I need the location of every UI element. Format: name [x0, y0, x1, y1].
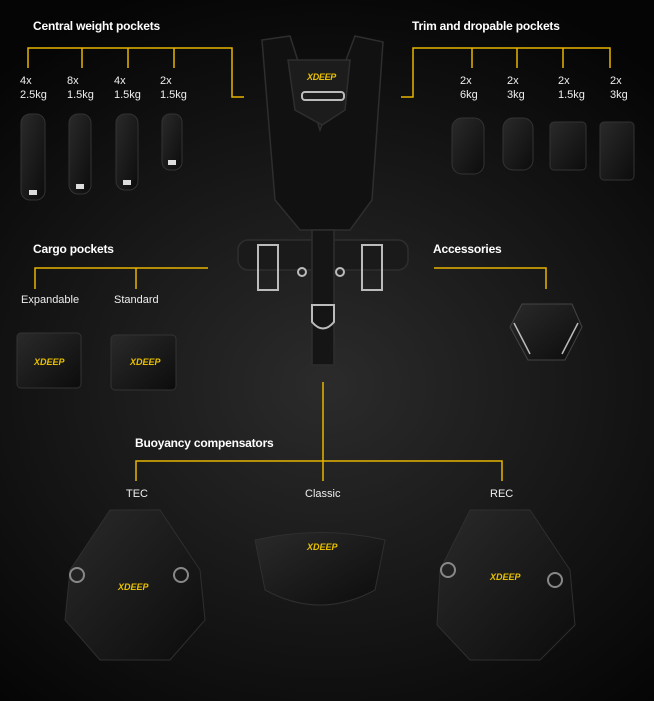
svg-text:XDEEP: XDEEP: [306, 72, 337, 82]
trim-bracket: [401, 47, 611, 98]
svg-text:XDEEP: XDEEP: [306, 542, 339, 552]
svg-text:XDEEP: XDEEP: [129, 357, 162, 367]
central-weight-bracket: [27, 47, 244, 98]
central-weight-ticks: [81, 48, 175, 68]
cargo-label-standard: Standard: [114, 294, 159, 306]
bc-label-tec: TEC: [126, 488, 148, 500]
cargo-bracket: [34, 267, 208, 289]
svg-text:XDEEP: XDEEP: [489, 572, 522, 582]
bc-title: Buoyancy compensators: [135, 436, 274, 450]
harness-image: [237, 35, 409, 366]
trim-ticks: [471, 48, 564, 68]
svg-text:XDEEP: XDEEP: [117, 582, 150, 592]
trim-pocket-images: [451, 117, 635, 181]
bc-tec-image: [64, 509, 206, 661]
cargo-label-expandable: Expandable: [21, 294, 80, 306]
accessories-bracket: [434, 267, 547, 289]
bc-classic-image: [254, 532, 386, 606]
central-weight-pocket-images: [20, 113, 183, 201]
svg-text:XDEEP: XDEEP: [33, 357, 66, 367]
bc-rec-image: [436, 509, 576, 661]
bc-label-classic: Classic: [305, 488, 341, 500]
bc-label-rec: REC: [490, 488, 514, 500]
trim-title: Trim and dropable pockets: [412, 19, 560, 33]
cargo-pocket-images: [16, 332, 177, 391]
cargo-title: Cargo pockets: [33, 242, 114, 256]
accessory-plate-image: [509, 303, 583, 361]
central-weight-title: Central weight pockets: [33, 19, 160, 33]
bc-bracket: [135, 382, 503, 481]
bc-images: [64, 509, 576, 661]
accessories-title: Accessories: [433, 242, 502, 256]
